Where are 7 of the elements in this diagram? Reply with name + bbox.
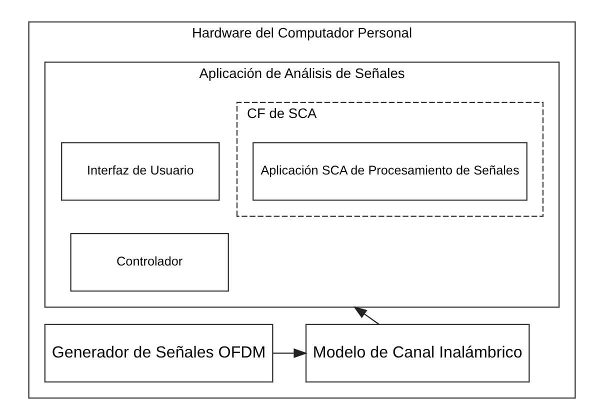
node-box: Aplicación SCA de Procesamiento de Señales	[252, 142, 527, 201]
arrow	[272, 348, 308, 358]
node-box: Controlador	[70, 233, 228, 292]
node-box: Modelo de Canal Inalámbrico	[304, 324, 530, 383]
node-box: Interfaz de Usuario	[60, 142, 220, 201]
node-box: Generador de Señales OFDM	[44, 324, 273, 383]
arrow	[352, 306, 379, 325]
